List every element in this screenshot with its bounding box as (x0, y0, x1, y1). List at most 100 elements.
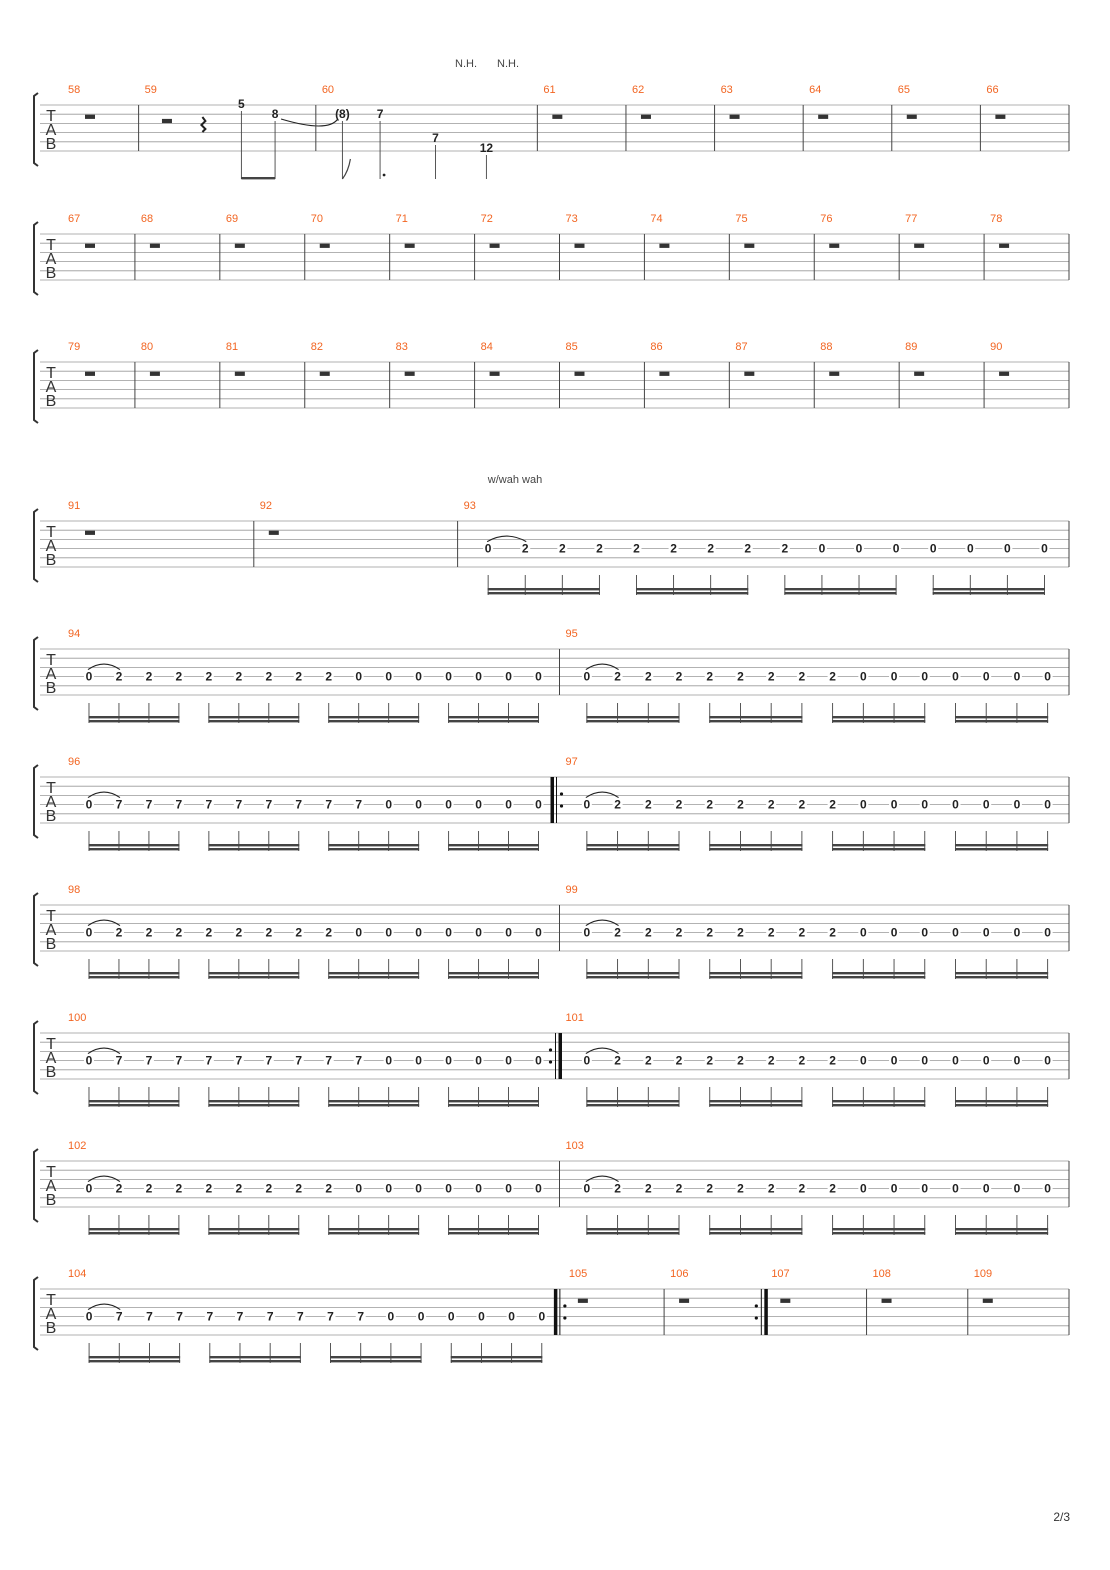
fret-number: 2 (645, 926, 652, 940)
measure-68: 68 (141, 213, 160, 248)
measure-84: 84 (481, 341, 500, 376)
measure-number: 82 (311, 341, 323, 353)
fret-number: 2 (768, 1182, 775, 1196)
whole-rest-icon (552, 114, 563, 119)
measure-88: 88 (820, 341, 840, 376)
fret-bg (323, 798, 334, 811)
measure-number: 62 (632, 84, 644, 96)
whole-rest-icon (489, 243, 500, 248)
beam-16th (88, 716, 180, 719)
fret-number: 0 (475, 1054, 482, 1068)
fret-number: 0 (921, 926, 928, 940)
tab-letter-b: B (46, 808, 57, 825)
fret-number: 2 (768, 1054, 775, 1068)
measure-number: 105 (569, 1268, 587, 1280)
fret-number: 0 (385, 798, 392, 812)
beam-16th (328, 1228, 420, 1231)
fret-bg (203, 798, 214, 811)
fret-number: 2 (235, 926, 242, 940)
fret-bg (581, 670, 592, 683)
fret-bg (383, 798, 394, 811)
fret-bg (827, 798, 838, 811)
fret-bg (612, 1182, 623, 1195)
measure-number: 74 (650, 213, 662, 225)
beam-16th (448, 844, 540, 847)
quarter-rest-icon (199, 116, 207, 133)
fret-bg (533, 926, 544, 939)
fret-bg (203, 670, 214, 683)
fret-number: 0 (584, 1182, 591, 1196)
whole-rest-icon (906, 114, 917, 119)
fret-bg (643, 1054, 654, 1067)
fret-bg (735, 1182, 746, 1195)
whole-rest-icon (268, 530, 279, 535)
fret-number: 2 (799, 1182, 806, 1196)
fret-bg (704, 1182, 715, 1195)
fret-bg (83, 670, 94, 683)
measure-number: 94 (68, 628, 80, 640)
fret-number: 7 (176, 1054, 183, 1068)
measure-61: 61 (543, 84, 563, 119)
fret-bg (779, 542, 790, 555)
fret-bg (1011, 798, 1022, 811)
fret-number: 0 (535, 1182, 542, 1196)
measure-83: 83 (396, 341, 415, 376)
fret-number: 2 (645, 1182, 652, 1196)
fret-number: 0 (385, 926, 392, 940)
tab-letter-b: B (46, 1320, 57, 1337)
fret-bg (796, 1182, 807, 1195)
fret-bg (643, 926, 654, 939)
slur (87, 919, 121, 927)
beam-16th (586, 844, 680, 847)
system-bracket (33, 636, 39, 711)
tab-letter-b: B (46, 936, 57, 953)
fret-bg (919, 1054, 930, 1067)
beam-16th (328, 848, 420, 851)
fret-number: 0 (415, 670, 422, 684)
fret-bg (295, 1310, 306, 1323)
fret-bg (1002, 542, 1013, 555)
fret-number: 0 (921, 1054, 928, 1068)
beam-16th (88, 1228, 180, 1231)
measure-64: 64 (809, 84, 829, 119)
slur (585, 1175, 619, 1183)
fret-number: 7 (116, 1054, 123, 1068)
fret-number: 7 (176, 1310, 183, 1324)
fret-number: 0 (1004, 542, 1011, 556)
fret-number: (8) (335, 107, 350, 121)
system-bracket (33, 1148, 39, 1223)
whole-rest-icon (679, 1298, 690, 1303)
fret-bg (1011, 1182, 1022, 1195)
fret-number: 0 (930, 542, 937, 556)
fret-bg (173, 1182, 184, 1195)
tab-letter-a: A (46, 794, 57, 811)
measure-73: 73 (566, 213, 585, 248)
beam-16th (832, 1228, 926, 1231)
beam-16th (586, 976, 680, 979)
beam-16th (88, 1360, 181, 1363)
beam-16th (328, 976, 420, 979)
measure-number: 109 (974, 1268, 992, 1280)
fret-bg (766, 670, 777, 683)
fret-number: 2 (676, 1054, 683, 1068)
fret-bg (83, 798, 94, 811)
fret-bg (113, 1054, 124, 1067)
fret-bg (643, 670, 654, 683)
fret-bg (413, 670, 424, 683)
beam-16th (586, 972, 680, 975)
beam-16th (709, 720, 803, 723)
fret-number: 7 (176, 798, 183, 812)
fret-bg (353, 670, 364, 683)
fret-bg (981, 1182, 992, 1195)
fret-number: 0 (1044, 798, 1051, 812)
fret-bg (668, 542, 679, 555)
fret-bg (383, 1054, 394, 1067)
beam-16th (709, 848, 803, 851)
tab-letter-t: T (46, 1036, 56, 1053)
fret-bg (443, 1182, 454, 1195)
